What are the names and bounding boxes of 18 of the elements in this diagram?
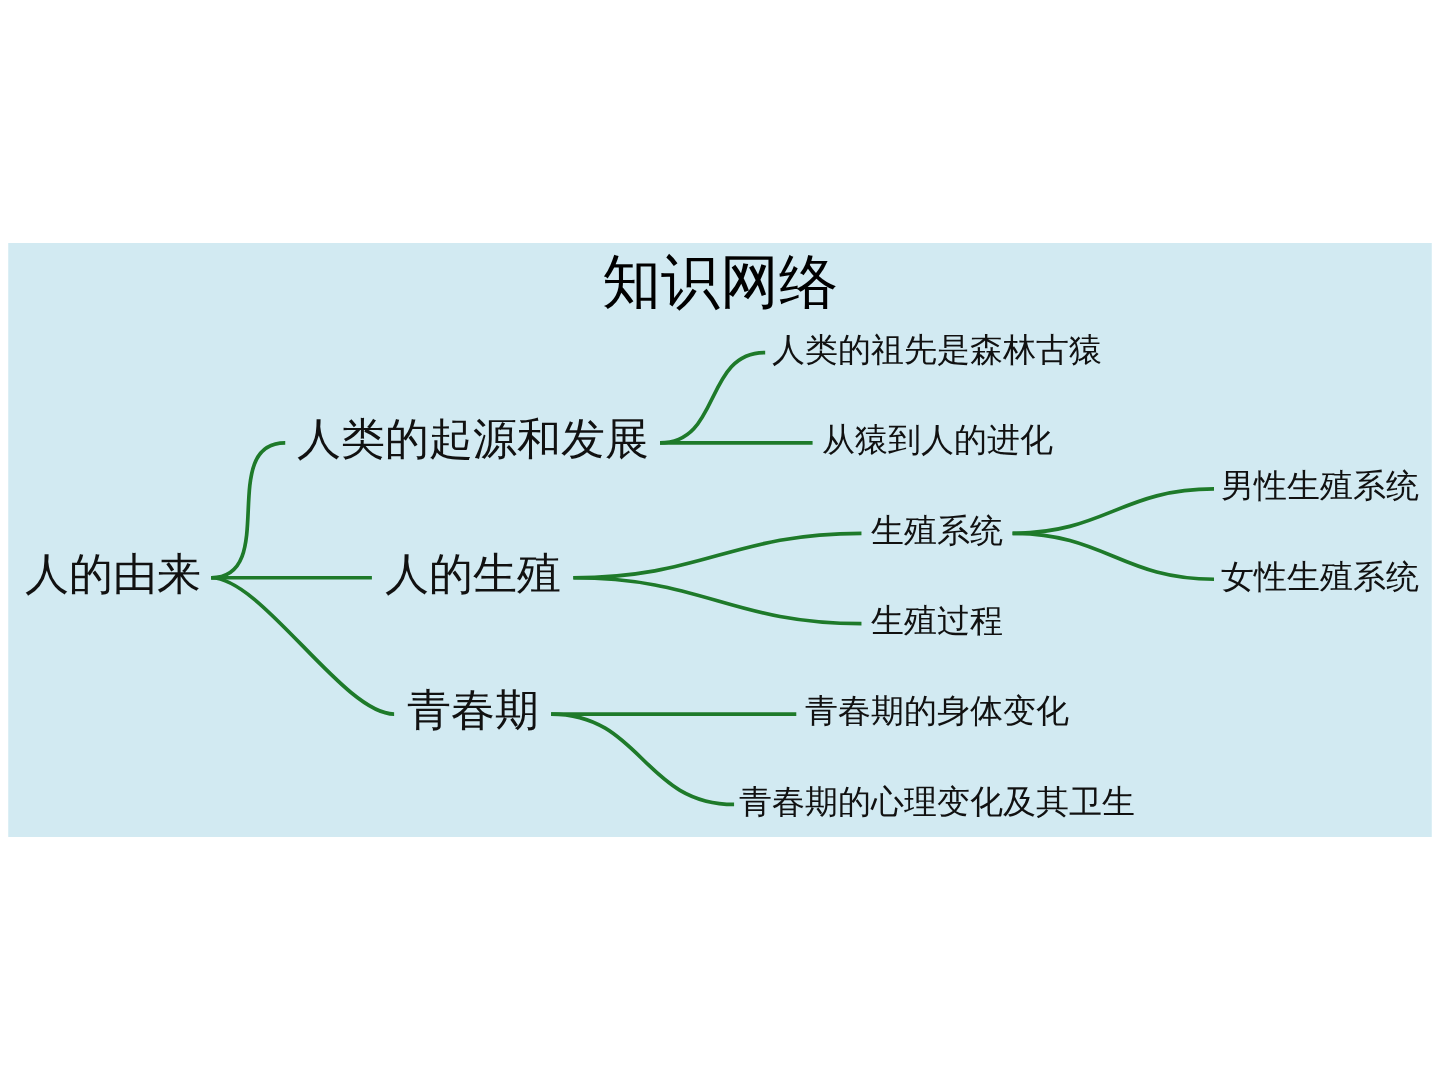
node-text: 青春期的心理变化及其卫生 [739, 782, 1136, 821]
node-text: 人类的祖先是森林古猿 [772, 330, 1103, 369]
connector [660, 441, 813, 445]
node-text: 人类的起源和发展 [296, 413, 649, 465]
node-text: 生殖过程 [871, 601, 1004, 640]
diagram-title: 知识网络 [602, 247, 838, 317]
connector [210, 575, 395, 716]
node-text: 青春期 [406, 684, 539, 736]
node-text: 女性生殖系统 [1220, 557, 1419, 596]
connector [550, 712, 735, 807]
node-text: 人的由来 [24, 547, 201, 599]
node-text: 男性生殖系统 [1220, 467, 1419, 506]
node-text: 青春期的身体变化 [805, 692, 1070, 731]
connector [573, 575, 862, 626]
node-text: 从猿到人的进化 [821, 421, 1053, 460]
node-text: 生殖系统 [871, 511, 1004, 550]
connector [1012, 531, 1215, 582]
node-text: 人的生殖 [384, 547, 561, 599]
